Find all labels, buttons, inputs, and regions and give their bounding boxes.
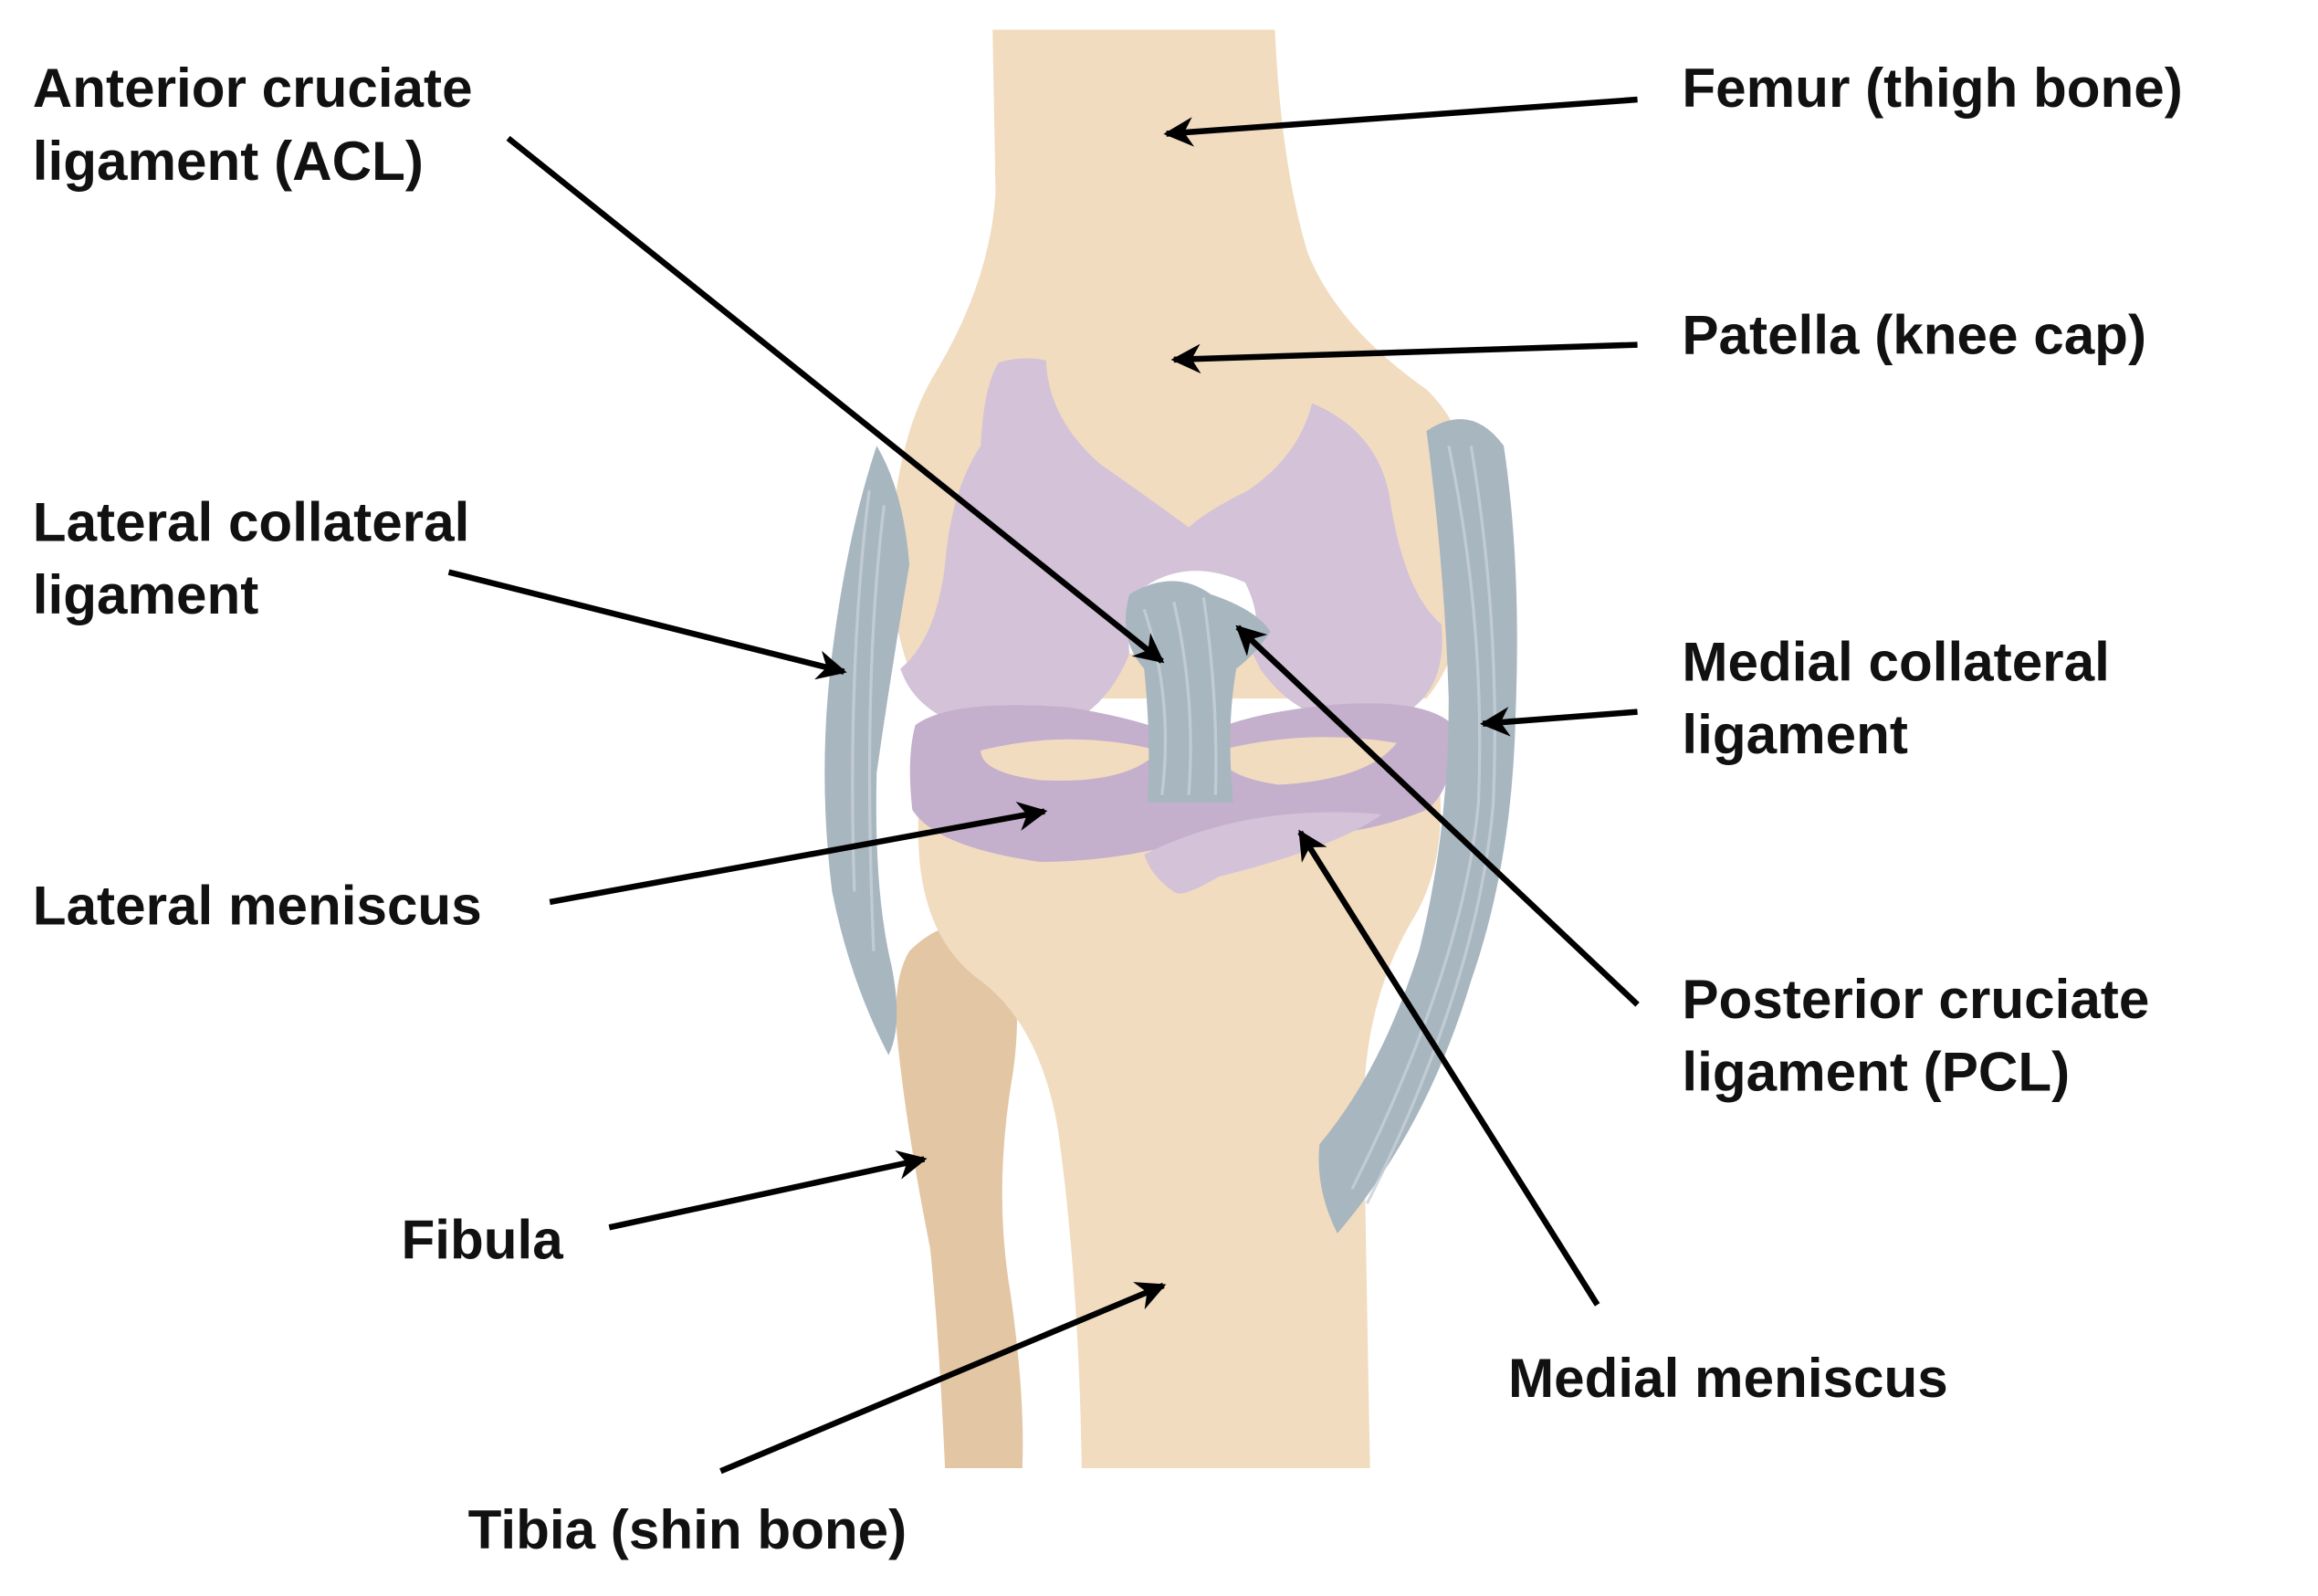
meniscus-inner [981,737,1397,785]
fibula-arrow [608,1150,928,1231]
patella-bone [1045,245,1317,528]
label-lateral-meniscus: Lateral meniscus [33,874,482,936]
label-fibula: Fibula [401,1209,563,1271]
label-pcl-line1: Posterior cruciate [1682,968,2149,1030]
mcl-fibers [1350,445,1496,1205]
label-pcl-line2: ligament (PCL) [1682,1041,2070,1103]
medial-collateral-ligament [1318,418,1517,1234]
lcl-fibers [851,489,886,951]
label-mcl-line1: Medial collateral [1682,630,2109,692]
acl-arrow [506,135,1165,664]
label-patella: Patella (knee cap) [1682,303,2146,365]
lcl-arrow [447,569,847,680]
femur-arrow [1163,96,1638,147]
label-acl-line1: Anterior cruciate [33,57,473,119]
label-tibia: Tibia (shin bone) [468,1498,907,1560]
label-mcl-line2: ligament [1682,703,1908,765]
label-acl-line2: ligament (ACL) [33,130,424,192]
tibia-arrow [719,1282,1167,1475]
fibula-bone [896,924,1023,1469]
mcl-arrow [1480,707,1638,737]
cruciate-fibers [1142,597,1218,795]
lateral-meniscus-arrow [549,801,1048,906]
label-femur: Femur (thigh bone) [1682,57,2182,119]
label-lcl-line1: Lateral collateral [33,490,470,552]
pcl-arrow [1235,625,1640,1007]
label-lcl-line2: ligament [33,563,259,625]
label-medial-meniscus: Medial meniscus [1508,1347,1948,1409]
patella-arrow [1170,341,1638,374]
medial-meniscus-arrow [1297,829,1600,1307]
tibia-bone [918,772,1441,1469]
lateral-collateral-ligament [824,446,910,1055]
femoral-cartilage [900,358,1442,736]
